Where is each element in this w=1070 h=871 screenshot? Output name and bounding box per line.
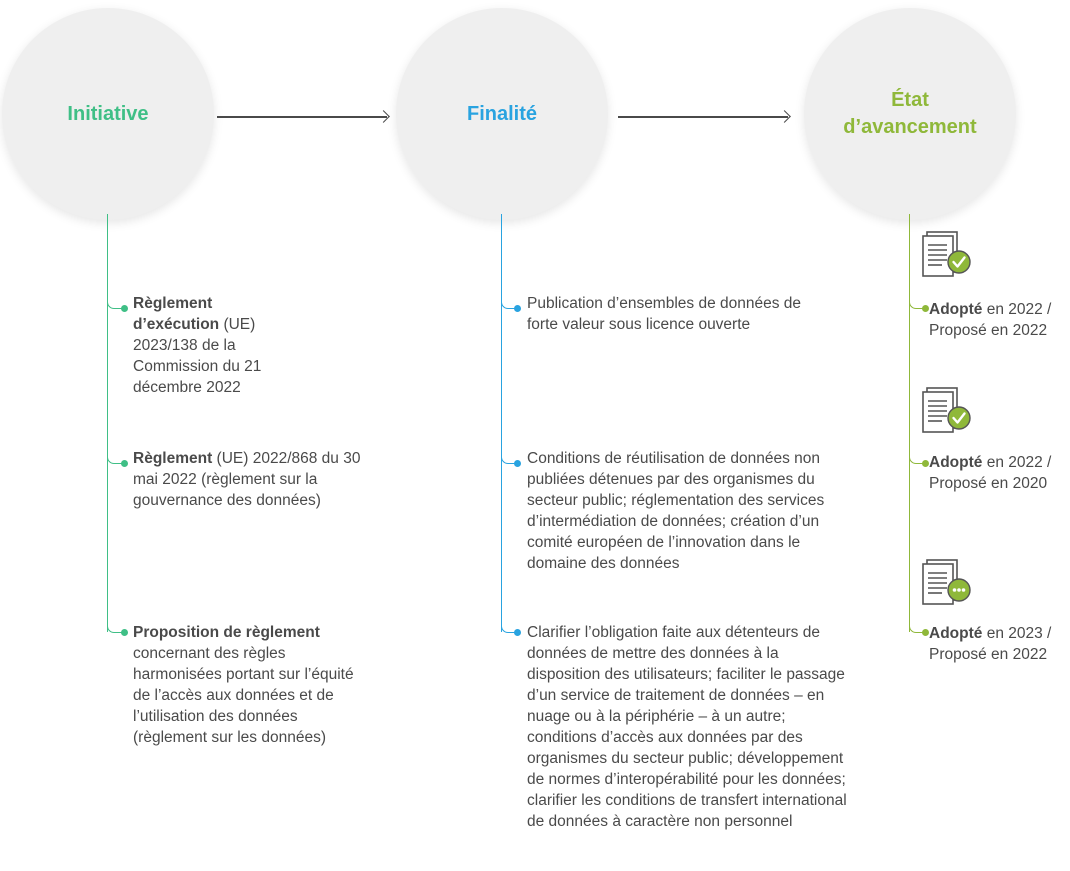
initiative-bullet-2 xyxy=(121,460,128,467)
finalite-circle: Finalité xyxy=(396,8,608,220)
etat-connector-line xyxy=(909,214,910,632)
finalite-item-2: Conditions de réutilisation de données n… xyxy=(527,448,852,574)
etat-item-1: Adopté en 2022 / Proposé en 2022 xyxy=(929,299,1069,341)
finalite-bullet-3 xyxy=(514,629,521,636)
etat-circle: État d’avancement xyxy=(804,8,1016,220)
initiative-item-2-bold: Règlement xyxy=(133,450,213,467)
initiative-connector-line xyxy=(107,214,108,632)
finalite-item-3-text: Clarifier l’obligation faite aux détente… xyxy=(527,624,847,830)
etat-item-2-bold: Adopté xyxy=(929,454,983,471)
etat-branch-1 xyxy=(909,296,926,309)
document-check-icon xyxy=(922,387,971,433)
finalite-connector-line xyxy=(501,214,502,632)
initiative-item-1-text: (UE) 2023/138 de la Commission du 21 déc… xyxy=(133,316,262,396)
arrow-initiative-to-finalite xyxy=(217,116,387,118)
etat-bullet-2 xyxy=(922,460,929,467)
etat-bullet-1 xyxy=(922,305,929,312)
initiative-item-1-bold: Règlement d’exécution xyxy=(133,295,220,333)
initiative-branch-1 xyxy=(107,296,124,309)
etat-title-line2: d’avancement xyxy=(843,116,977,138)
etat-branch-3 xyxy=(909,620,926,633)
initiative-title: Initiative xyxy=(67,102,149,125)
initiative-circle: Initiative xyxy=(2,8,214,220)
finalite-bullet-1 xyxy=(514,305,521,312)
finalite-item-1-text: Publication d’ensembles de données de fo… xyxy=(527,295,802,333)
document-check-icon xyxy=(922,231,971,277)
finalite-title: Finalité xyxy=(466,102,537,125)
etat-branch-2 xyxy=(909,451,926,464)
etat-item-1-rest: en 2022 / xyxy=(982,301,1052,318)
finalite-item-1: Publication d’ensembles de données de fo… xyxy=(527,293,802,335)
finalite-item-2-text: Conditions de réutilisation de données n… xyxy=(527,450,825,572)
initiative-bullet-1 xyxy=(121,305,128,312)
etat-title-line1: État xyxy=(891,89,929,111)
etat-bullet-3 xyxy=(922,629,929,636)
finalite-item-3: Clarifier l’obligation faite aux détente… xyxy=(527,622,849,832)
etat-item-3-line2: Proposé en 2022 xyxy=(929,646,1048,663)
initiative-item-2: Règlement (UE) 2022/868 du 30 mai 2022 (… xyxy=(133,448,378,511)
finalite-branch-1 xyxy=(501,296,518,309)
etat-item-1-line2: Proposé en 2022 xyxy=(929,322,1048,339)
finalite-branch-2 xyxy=(501,451,518,464)
arrow-finalite-to-etat xyxy=(618,116,788,118)
initiative-item-3: Proposition de règlement concernant des … xyxy=(133,622,365,748)
document-pending-icon xyxy=(922,559,971,605)
initiative-bullet-3 xyxy=(121,629,128,636)
initiative-branch-2 xyxy=(107,451,124,464)
initiative-branch-3 xyxy=(107,620,124,633)
initiative-item-3-text: concernant des règles harmonisées portan… xyxy=(133,645,354,746)
etat-item-3: Adopté en 2023 / Proposé en 2022 xyxy=(929,623,1069,665)
etat-item-3-rest: en 2023 / xyxy=(982,625,1052,642)
etat-item-1-bold: Adopté xyxy=(929,301,983,318)
finalite-bullet-2 xyxy=(514,460,521,467)
etat-item-2: Adopté en 2022 / Proposé en 2020 xyxy=(929,452,1069,494)
etat-item-2-rest: en 2022 / xyxy=(982,454,1052,471)
initiative-item-1: Règlement d’exécution (UE) 2023/138 de l… xyxy=(133,293,293,398)
etat-item-2-line2: Proposé en 2020 xyxy=(929,475,1048,492)
finalite-branch-3 xyxy=(501,620,518,633)
etat-item-3-bold: Adopté xyxy=(929,625,983,642)
etat-title: État d’avancement xyxy=(843,87,976,141)
initiative-item-3-bold: Proposition de règlement xyxy=(133,624,320,641)
initiative-item-2-text: (UE) 2022/868 du 30 mai 2022 (règlement … xyxy=(133,450,361,509)
